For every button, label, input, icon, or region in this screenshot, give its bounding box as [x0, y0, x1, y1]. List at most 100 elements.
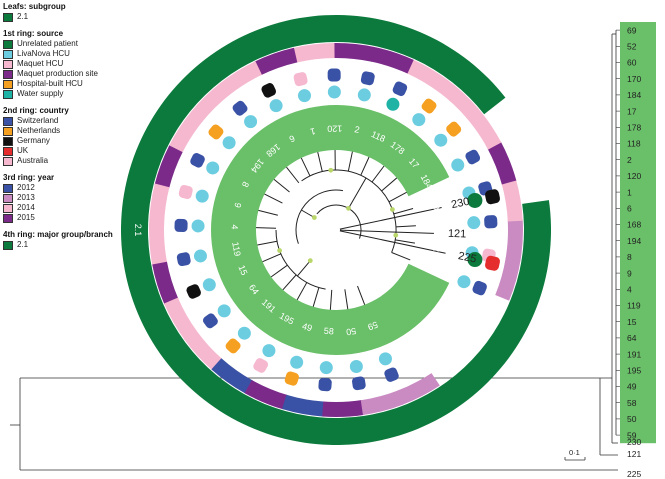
year-ring-segment	[292, 43, 335, 63]
leaf-label: 195	[627, 366, 641, 376]
source-marker	[191, 219, 205, 233]
circle-leaf-label: 58	[324, 326, 335, 337]
legend-item: LivaNova HCU	[3, 49, 153, 59]
legend-swatch	[3, 12, 13, 22]
tree-branch	[339, 230, 446, 254]
outlier-label: 230	[627, 437, 641, 447]
legend-item: Water supply	[3, 89, 153, 99]
source-marker	[467, 192, 483, 208]
tree-node	[393, 232, 399, 238]
legend-item: 2014	[3, 203, 153, 213]
year-ring-segment	[397, 373, 440, 405]
country-marker	[472, 280, 487, 296]
legend-item: Switzerland	[3, 116, 153, 126]
leaf-label: 6	[627, 204, 632, 214]
source-marker	[467, 252, 483, 268]
source-marker	[349, 359, 363, 373]
legend-title: 1st ring: source	[3, 29, 64, 38]
circle-leaf-label: 60	[433, 219, 444, 230]
legend-label: 2014	[17, 203, 35, 212]
leaf-label: 49	[627, 382, 637, 392]
tree-branch	[257, 240, 278, 246]
source-marker	[206, 161, 220, 175]
tree-branch	[256, 227, 277, 229]
legend-swatch	[3, 146, 13, 156]
year-ring-segment	[406, 59, 449, 93]
year-ring-segment	[501, 179, 523, 222]
tree-branch	[270, 264, 288, 278]
leaf-label: 4	[627, 285, 632, 295]
country-marker	[421, 98, 437, 114]
tree-branch	[360, 156, 370, 176]
legend-label: Unrelated patient	[17, 39, 78, 48]
legend-swatch	[3, 79, 13, 89]
legend-label: 2.1	[17, 240, 29, 249]
tree-branch	[371, 165, 385, 183]
legend-item: UK	[3, 146, 153, 156]
legend-label: Water supply	[17, 89, 64, 98]
tree-branch	[295, 189, 344, 244]
leaf-label: 1	[627, 187, 632, 197]
legend-swatch	[3, 183, 13, 193]
circle-outlier-label: 121	[448, 228, 467, 241]
year-ring-segment	[254, 47, 298, 76]
year-ring-segment	[219, 61, 262, 96]
tree-branch	[275, 229, 326, 290]
legend-swatch	[3, 89, 13, 99]
tree-branch	[381, 177, 398, 192]
source-marker	[237, 326, 251, 340]
legend-item: 2012	[3, 183, 153, 193]
legend-label: Maquet HCU	[17, 59, 64, 68]
circle-leaf-label: 8	[240, 180, 251, 189]
source-marker	[290, 355, 304, 369]
country-marker	[485, 255, 500, 271]
tree-node	[346, 205, 351, 211]
legend-item: 2.1	[3, 240, 153, 250]
leaf-label: 60	[627, 58, 637, 68]
legend-label: Germany	[17, 136, 50, 145]
legend-swatch	[3, 193, 13, 203]
leaf-label: 119	[627, 301, 641, 311]
country-marker	[225, 338, 241, 354]
country-marker	[465, 149, 481, 165]
leaf-label: 170	[627, 74, 641, 84]
tree-branch	[282, 274, 297, 291]
country-marker	[186, 284, 201, 299]
tree-branch	[344, 289, 349, 310]
tree-branch	[395, 225, 416, 228]
source-marker	[451, 158, 465, 172]
leaf-label: 168	[627, 220, 641, 230]
tree-branch	[339, 207, 442, 230]
circle-leaf-label: 1	[309, 126, 316, 137]
circle-leaf-label: 49	[301, 321, 313, 333]
source-marker	[457, 275, 471, 289]
country-marker	[202, 313, 218, 329]
source-marker	[357, 88, 371, 102]
country-marker	[174, 218, 188, 233]
country-marker	[360, 71, 375, 86]
legend-item: Maquet production site	[3, 69, 153, 79]
legend-swatch	[3, 116, 13, 126]
leaf-label: 184	[627, 90, 641, 100]
legend-label: 2013	[17, 193, 35, 202]
legend-item: Germany	[3, 136, 153, 146]
year-ring-segment	[505, 219, 523, 262]
circle-leaf-label: 9	[232, 201, 243, 208]
year-ring-segment	[360, 390, 404, 416]
source-marker	[378, 352, 392, 366]
circle-leaf-label: 15	[236, 264, 249, 277]
legend-title: Leafs: subgroup	[3, 2, 66, 11]
legend-item: 2013	[3, 193, 153, 203]
leaf-band	[620, 22, 656, 444]
source-marker	[434, 133, 448, 147]
tree-branch	[312, 287, 320, 307]
country-marker	[352, 376, 366, 391]
country-marker	[392, 81, 408, 97]
tree-branch	[297, 260, 311, 277]
leaf-label: 194	[627, 236, 641, 246]
rectangular-tree: 6952601701841717811821201616819489411915…	[10, 22, 656, 479]
year-ring-segment	[168, 111, 204, 154]
tree-branch	[329, 289, 333, 310]
tree-branch	[395, 239, 415, 244]
